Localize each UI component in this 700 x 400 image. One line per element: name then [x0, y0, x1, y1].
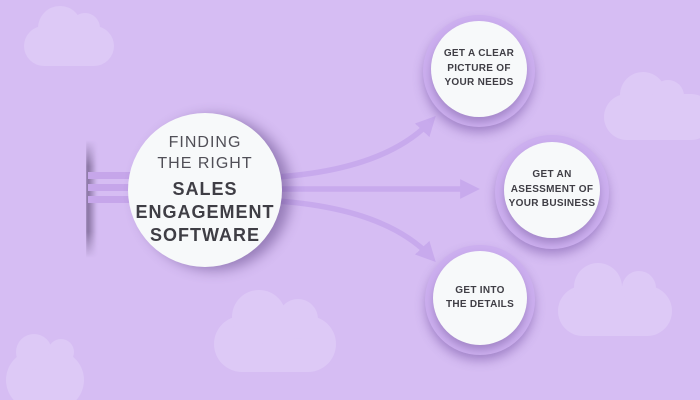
main-topic-line: THE RIGHT — [157, 155, 253, 173]
branch-line: YOUR BUSINESS — [508, 198, 596, 210]
branch-line: ASESSMENT OF — [510, 183, 594, 195]
speed-stripe — [88, 184, 140, 191]
branch-line: GET AN — [532, 169, 572, 181]
main-topic-line: SOFTWARE — [149, 225, 260, 246]
branch-line: PICTURE OF — [447, 62, 511, 74]
main-topic-line: FINDING — [168, 134, 242, 152]
main-topic-node: FINDING THE RIGHT SALES ENGAGEMENT SOFTW… — [128, 113, 282, 267]
cloud-icon — [558, 263, 672, 336]
branch-line: GET A CLEAR — [443, 48, 515, 60]
branch-node-label: GET AN ASESSMENT OF YOUR BUSINESS — [504, 142, 600, 238]
main-topic-emphasis: SALES ENGAGEMENT SOFTWARE — [135, 178, 274, 248]
branch-node-clear-picture: GET A CLEAR PICTURE OF YOUR NEEDS — [423, 15, 535, 127]
cloud-icon — [24, 6, 114, 66]
branch-node-assessment: GET AN ASESSMENT OF YOUR BUSINESS — [495, 135, 609, 249]
cloud-icon — [214, 290, 336, 372]
branch-line: GET INTO — [455, 284, 505, 296]
arrow-to-top-branch — [255, 115, 436, 181]
speed-stripe — [88, 172, 140, 179]
speed-stripes — [88, 172, 140, 208]
main-topic-intro: FINDING THE RIGHT — [157, 132, 252, 174]
main-topic-line: ENGAGEMENT — [135, 201, 275, 222]
branch-node-details: GET INTO THE DETAILS — [425, 245, 535, 355]
main-topic-line: SALES — [172, 178, 238, 199]
speed-stripe — [88, 196, 140, 203]
branch-line: THE DETAILS — [445, 299, 515, 310]
branch-node-label: GET INTO THE DETAILS — [433, 251, 527, 345]
branch-line: YOUR NEEDS — [444, 77, 514, 89]
branch-node-label: GET A CLEAR PICTURE OF YOUR NEEDS — [431, 21, 527, 117]
cloud-icon — [6, 334, 84, 400]
cloud-icon — [604, 72, 700, 140]
arrow-to-bottom-branch — [255, 197, 436, 263]
